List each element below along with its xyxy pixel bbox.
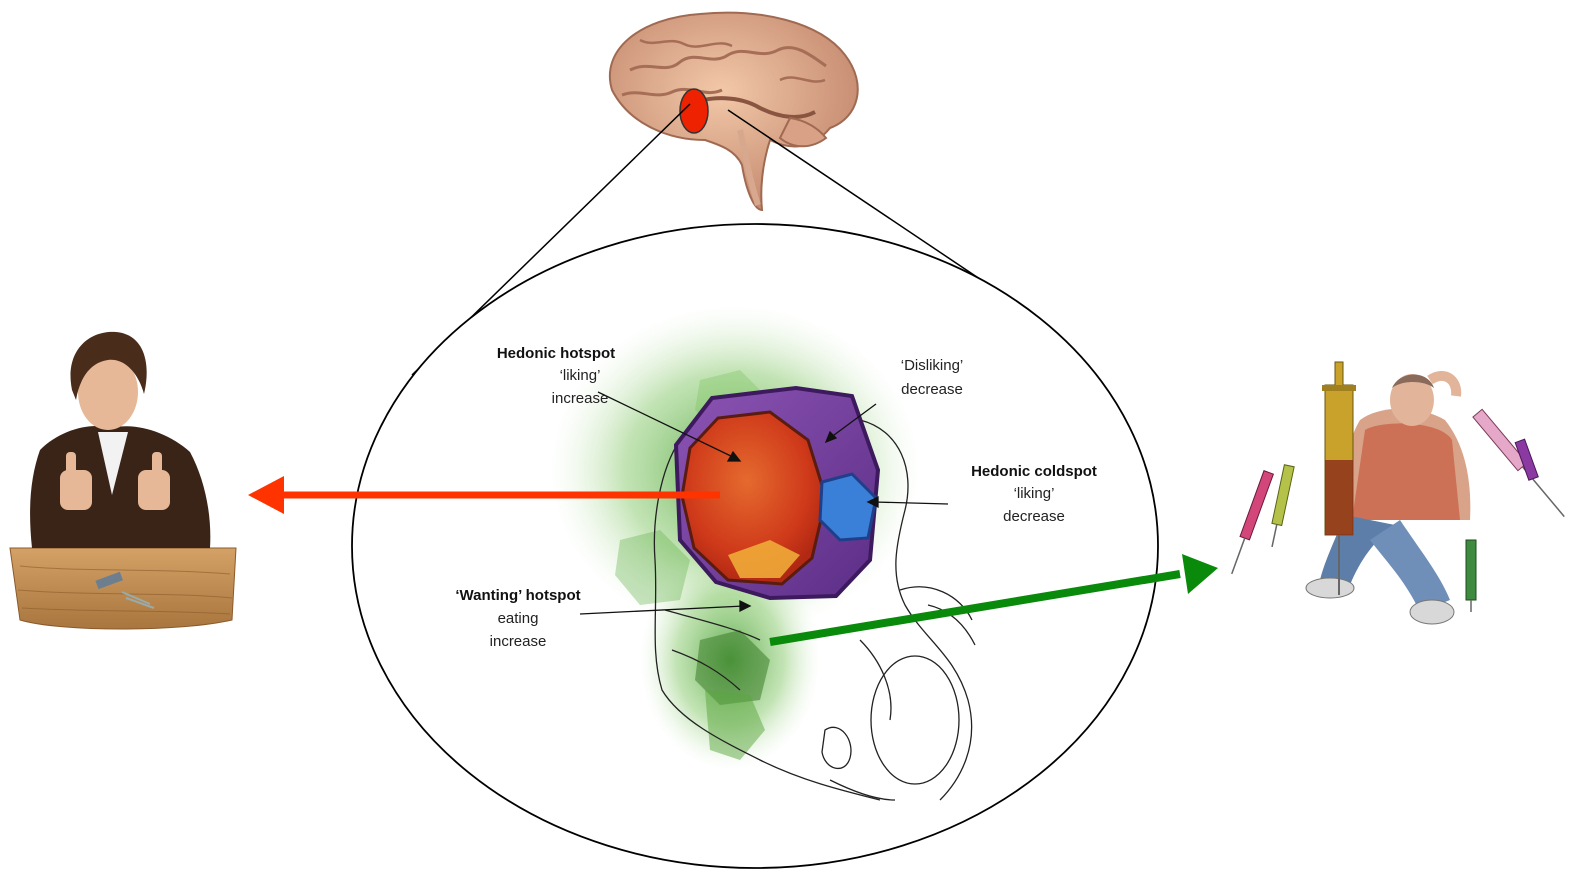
brain-region-marker — [680, 89, 708, 133]
wanting-sub-1: eating — [498, 610, 539, 627]
hotspot-sub-2: increase — [552, 390, 609, 407]
wanting-title: ‘Wanting’ hotspot — [455, 587, 580, 604]
disliking-title: ‘Disliking’ — [901, 357, 964, 374]
coldspot-title: Hedonic coldspot — [971, 463, 1097, 480]
hotspot-title: Hedonic hotspot — [497, 345, 615, 362]
hotspot-sub-1: ‘liking’ — [560, 367, 601, 384]
thumbs-up-person-icon — [10, 332, 236, 629]
addict-with-syringes-icon — [1227, 362, 1569, 624]
coldspot-sub-2: decrease — [1003, 508, 1065, 525]
brain-sagittal-icon — [610, 13, 858, 210]
coldspot-sub-1: ‘liking’ — [1014, 485, 1055, 502]
wanting-sub-2: increase — [490, 633, 547, 650]
disliking-sub: decrease — [901, 381, 963, 398]
